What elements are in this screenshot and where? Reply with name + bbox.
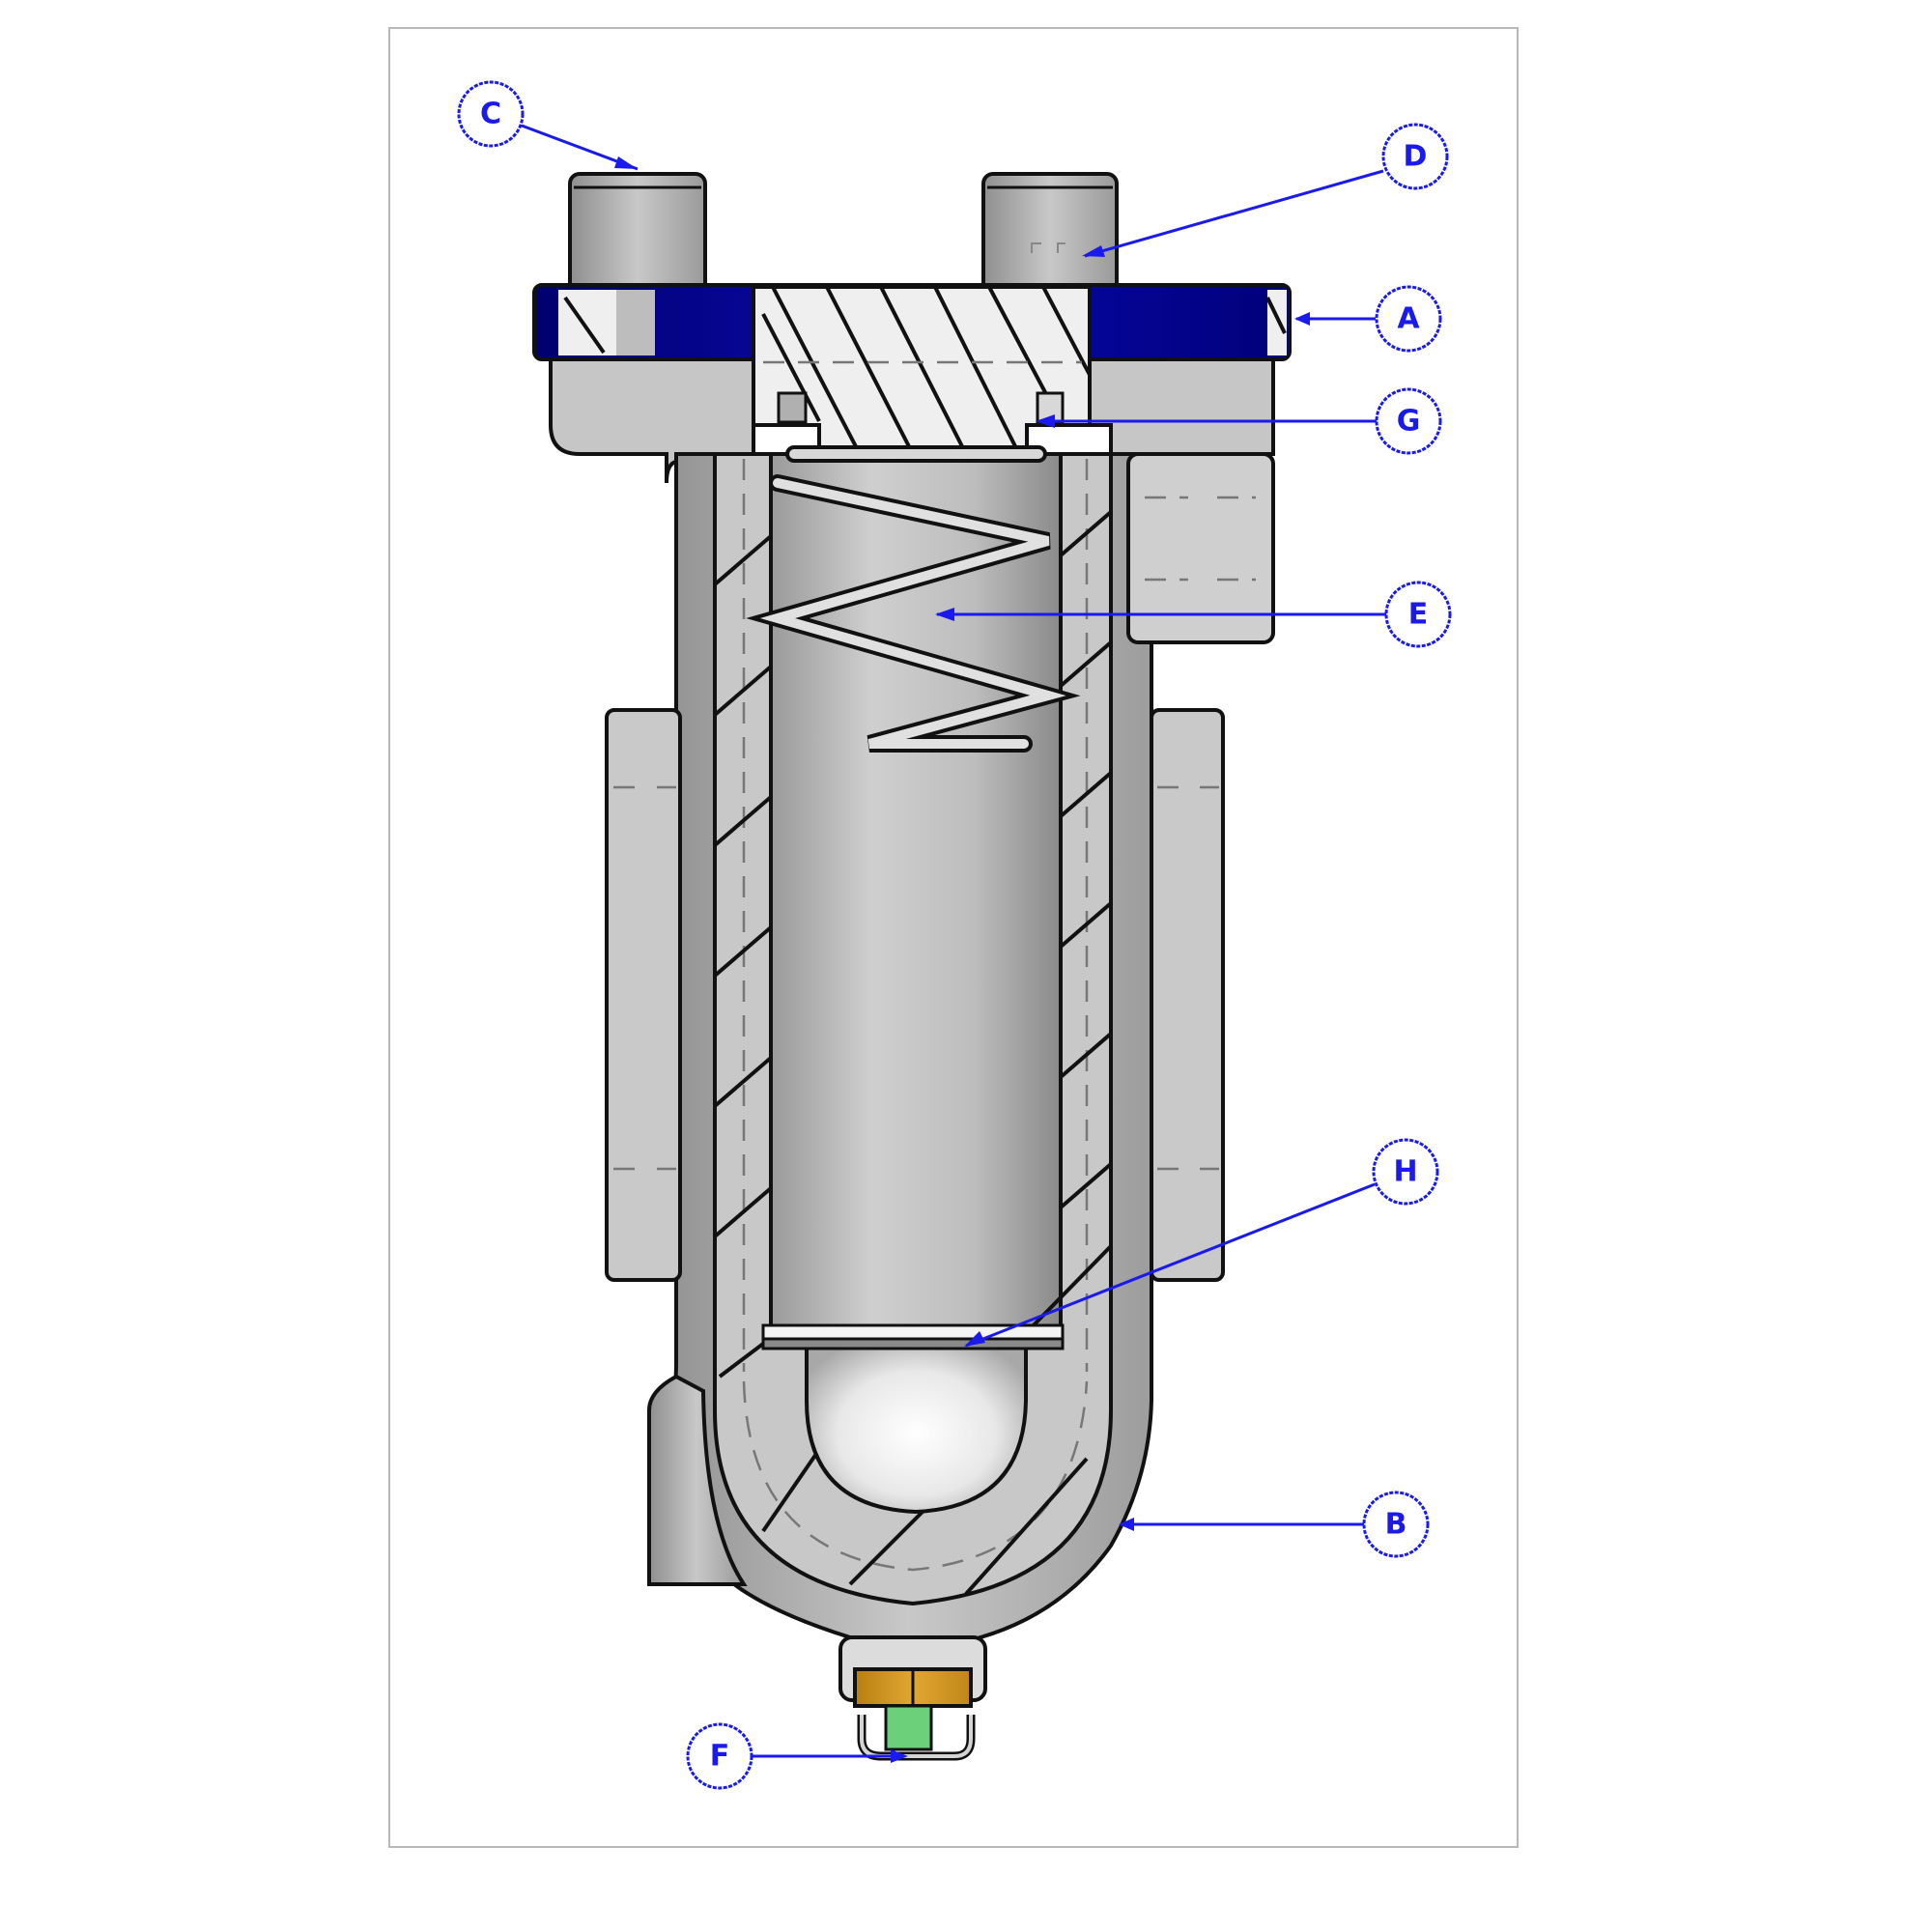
callout-b-label: B [1385, 1508, 1407, 1542]
callout-e: E [1384, 581, 1452, 648]
callout-h: H [1372, 1138, 1439, 1206]
mounting-rib-right [1150, 708, 1225, 1282]
inlet-port-left [568, 172, 707, 297]
housing-body [647, 452, 1169, 1683]
mounting-rib-left [605, 708, 682, 1282]
screen-element [761, 1323, 1065, 1350]
spring [746, 445, 1081, 753]
callout-e-label: E [1408, 598, 1429, 632]
outlet-boss [1126, 452, 1275, 644]
o-ring-seal [777, 391, 1065, 424]
cover-plate [752, 285, 1092, 456]
callout-f: F [686, 1722, 753, 1790]
callout-a: A [1375, 285, 1442, 353]
drawing-frame [388, 27, 1519, 1848]
drain-valve [838, 1635, 987, 1761]
callout-c: C [457, 80, 525, 148]
callout-a-label: A [1397, 302, 1420, 336]
callout-f-label: F [710, 1740, 730, 1774]
callout-leaders [521, 124, 1386, 1763]
callout-d: D [1381, 123, 1449, 190]
callout-h-label: H [1393, 1155, 1417, 1189]
outlet-port-right [981, 172, 1119, 297]
callout-c-label: C [480, 98, 501, 131]
lower-inlet-boss [647, 1374, 748, 1586]
callout-g: G [1375, 387, 1442, 455]
callout-d-label: D [1404, 140, 1428, 174]
callout-g-label: G [1397, 405, 1421, 439]
callout-b: B [1362, 1491, 1430, 1558]
